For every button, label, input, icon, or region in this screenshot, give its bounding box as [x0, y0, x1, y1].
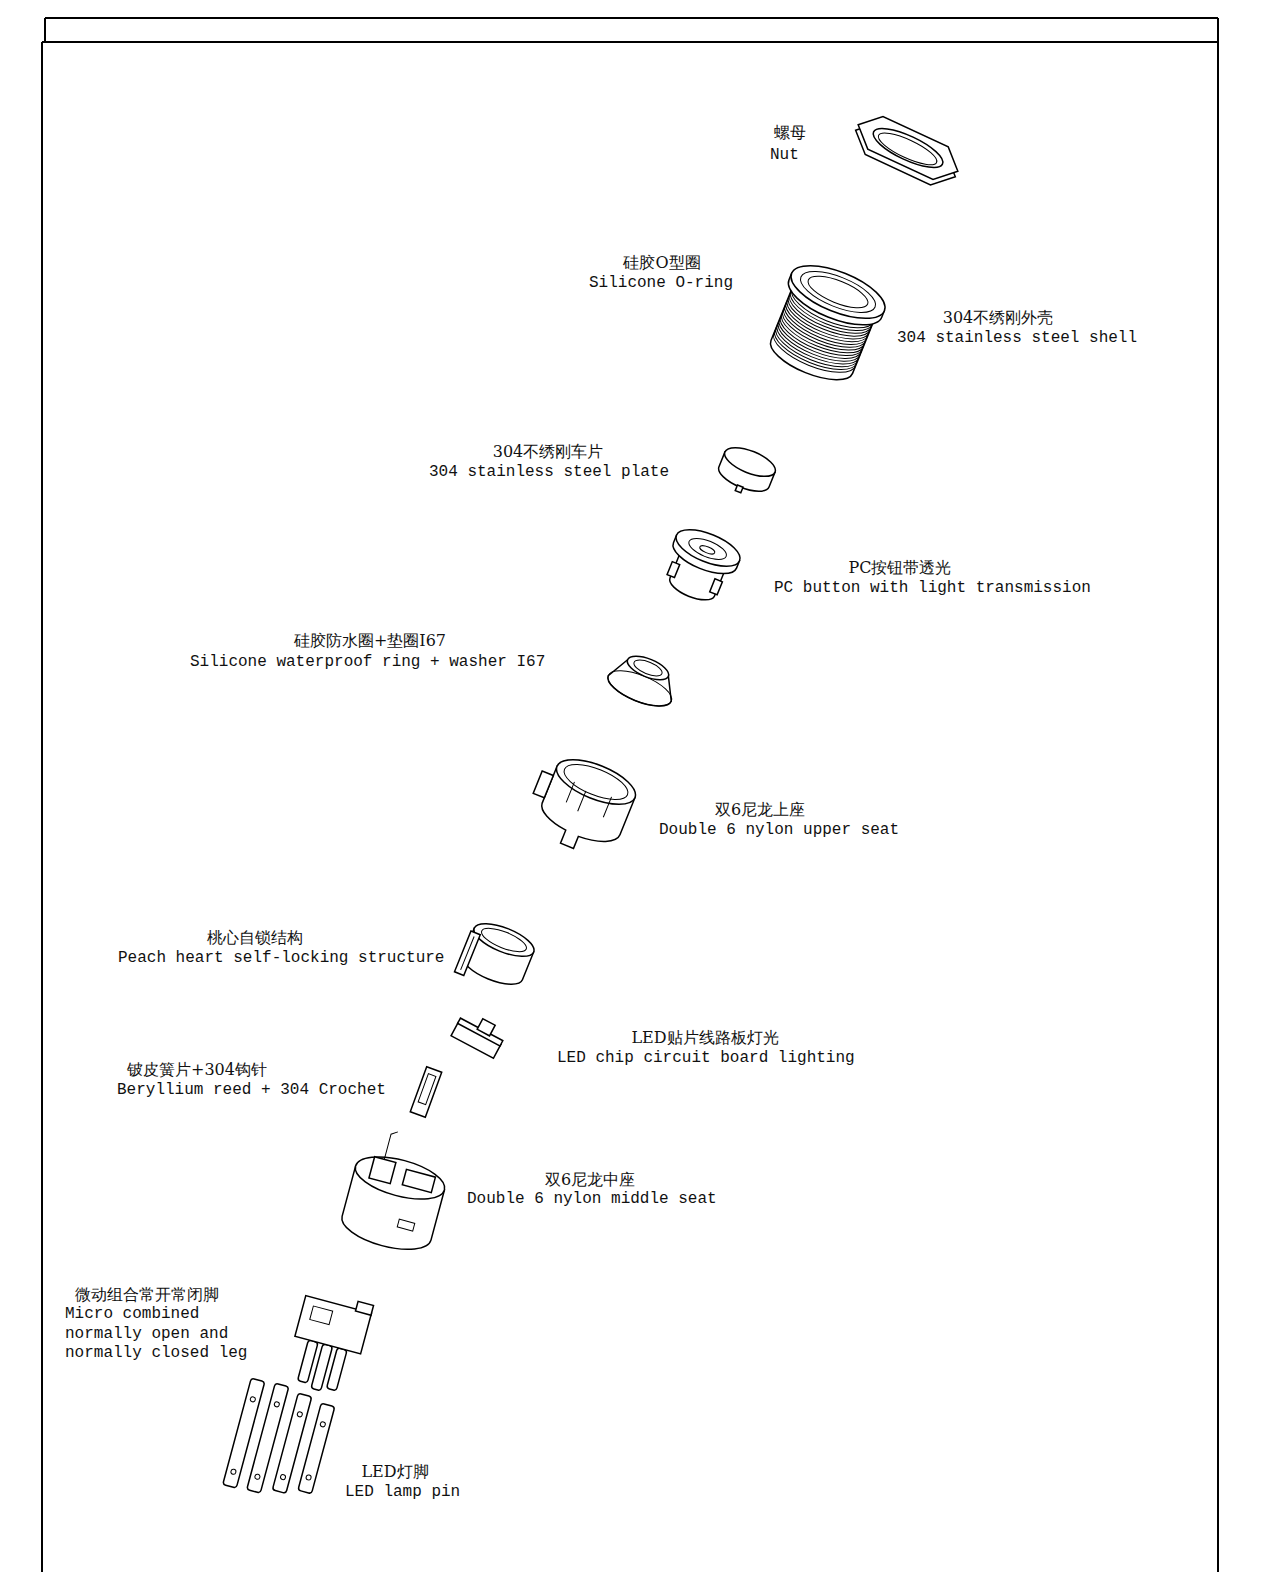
plate-drawing: [713, 442, 779, 502]
part-label: Nut: [770, 145, 799, 165]
micro-switch-drawing: [283, 1288, 374, 1398]
nut-drawing: [848, 108, 965, 193]
part-label: 螺母: [774, 123, 806, 143]
part-label: Silicone O-ring: [589, 273, 733, 293]
part-label: 铍皮簧片+304钩针: [127, 1060, 267, 1080]
part-label: 硅胶O型圈: [623, 253, 700, 273]
part-label: LED贴片线路板灯光: [631, 1028, 778, 1048]
part-label: 304不绣刚外壳: [943, 308, 1054, 328]
part-label: 304 stainless steel plate: [429, 462, 669, 482]
part-label: Beryllium reed + 304 Crochet: [117, 1080, 386, 1100]
reed-drawing: [410, 1067, 441, 1118]
part-label: 双6尼龙上座: [715, 800, 805, 820]
ring-drawing: [603, 647, 683, 713]
part-label: PC button with light transmission: [774, 578, 1091, 598]
middle-seat-drawing: [337, 1124, 455, 1258]
led-board-drawing: [451, 1009, 507, 1058]
page-frame: [42, 18, 1218, 1572]
button-drawing: [657, 522, 745, 609]
part-label: Micro combined normally open and normall…: [65, 1305, 257, 1364]
part-label: LED chip circuit board lighting: [557, 1048, 855, 1068]
part-label: Double 6 nylon upper seat: [659, 820, 899, 840]
part-label: 硅胶防水圈+垫圈I67: [294, 631, 446, 651]
part-label: PC按钮带透光: [848, 558, 951, 578]
part-label: LED灯脚: [361, 1462, 428, 1482]
part-label: 304 stainless steel shell: [897, 328, 1137, 348]
part-label: 双6尼龙中座: [545, 1170, 635, 1190]
shell-drawing: [759, 255, 892, 392]
part-label: 304不绣刚车片: [493, 442, 604, 462]
part-label: Silicone waterproof ring + washer I67: [190, 652, 545, 672]
led-pins-drawing: [223, 1378, 335, 1494]
self-lock-drawing: [454, 916, 538, 996]
part-label: 桃心自锁结构: [207, 928, 303, 948]
part-label: Double 6 nylon middle seat: [467, 1189, 717, 1209]
upper-seat-drawing: [520, 746, 642, 863]
part-label: Peach heart self-locking structure: [118, 948, 444, 968]
part-label: 微动组合常开常闭脚: [75, 1285, 219, 1305]
part-label: LED lamp pin: [345, 1482, 460, 1502]
